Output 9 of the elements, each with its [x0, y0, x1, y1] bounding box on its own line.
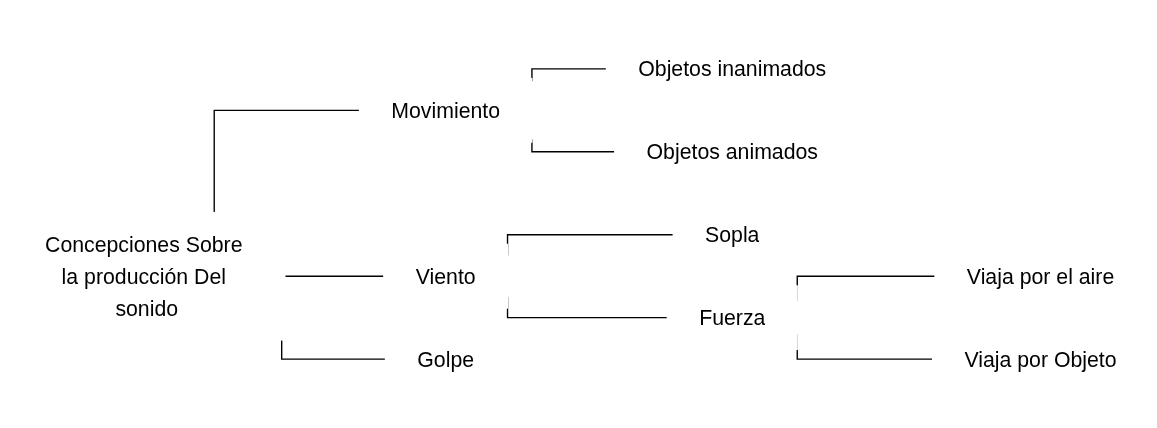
node-text: Viaja por Objeto [964, 347, 1117, 371]
node-text: Sopla [705, 223, 760, 247]
node-text: Objetos animados [646, 140, 818, 164]
node-text: Objetos inanimados [638, 57, 827, 81]
node-text: Movimiento [391, 98, 501, 123]
node-text: Viaja por el aire [966, 264, 1115, 288]
node-text: Concepciones Sobre la producción Del sonido [45, 232, 243, 320]
node-text: Viento [415, 264, 476, 288]
node-text: Golpe [417, 347, 475, 371]
